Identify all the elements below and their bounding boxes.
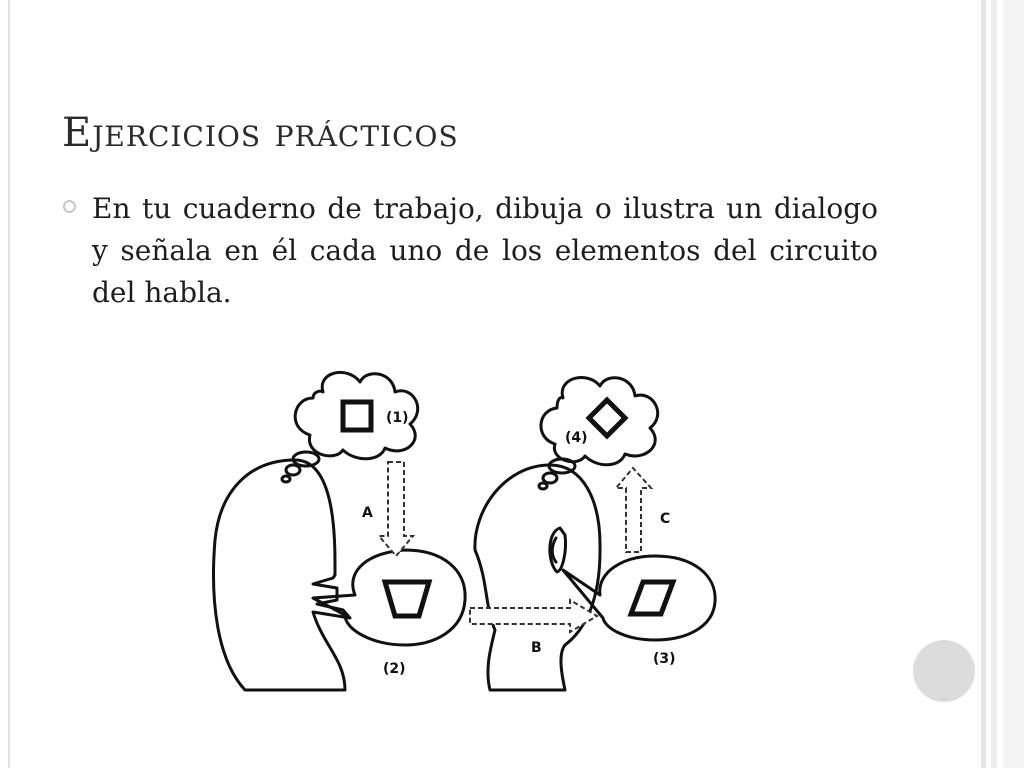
speech-circuit-diagram: (1) (4) A C B (2) (3) — [212, 371, 717, 692]
hearing-bubble-3 — [561, 554, 717, 642]
label-3: (3) — [653, 651, 676, 667]
arrow-a-icon — [376, 461, 416, 558]
label-a: A — [362, 505, 373, 521]
bullet-circle-icon — [63, 200, 76, 213]
label-c: C — [660, 511, 670, 527]
thought-cloud-1 — [293, 371, 420, 461]
diamond-shape-icon — [585, 396, 629, 440]
left-divider — [8, 0, 10, 768]
bullet-text: En tu cuaderno de trabajo, dibuja o ilus… — [92, 192, 878, 309]
square-shape-icon — [340, 399, 374, 433]
label-2: (2) — [383, 661, 406, 677]
ear-icon — [548, 526, 567, 574]
ear-inner — [550, 536, 558, 564]
parallelogram-shape-icon — [627, 579, 677, 617]
label-1: (1) — [386, 410, 409, 426]
slide-nav-button[interactable] — [913, 640, 975, 702]
left-head-outline — [212, 458, 352, 692]
speech-bubble-2 — [311, 548, 467, 647]
thought-cloud-4 — [539, 376, 660, 467]
arrow-c-icon — [613, 466, 654, 553]
right-decor-bar — [1003, 0, 1024, 768]
speech-circuit-illustration: (1) (4) A C B (2) (3) — [205, 360, 745, 700]
right-decor-bar — [981, 0, 986, 768]
label-b: B — [531, 640, 542, 656]
right-decor-bar — [991, 0, 997, 768]
slide-title: Ejercicios prácticos — [62, 110, 459, 156]
right-head-outline — [473, 463, 602, 692]
label-4: (4) — [565, 430, 588, 446]
trapezoid-shape-icon — [381, 579, 433, 619]
arrow-b-icon — [469, 598, 599, 634]
